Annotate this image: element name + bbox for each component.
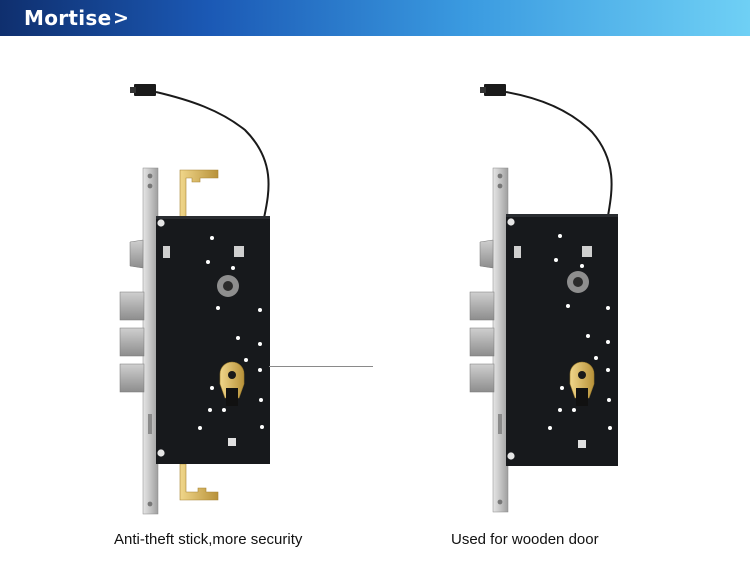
callout-line [269, 366, 373, 367]
mortise-lock-anti-theft-image [119, 84, 270, 515]
section-title: Mortise [24, 6, 112, 30]
mortise-lock-wooden-door-image [469, 84, 618, 513]
chevron-right-icon: > [113, 7, 129, 29]
caption-anti-theft: Anti-theft stick,more security [114, 531, 303, 548]
section-banner: Mortise > [0, 0, 750, 36]
caption-wooden-door: Used for wooden door [451, 531, 599, 548]
